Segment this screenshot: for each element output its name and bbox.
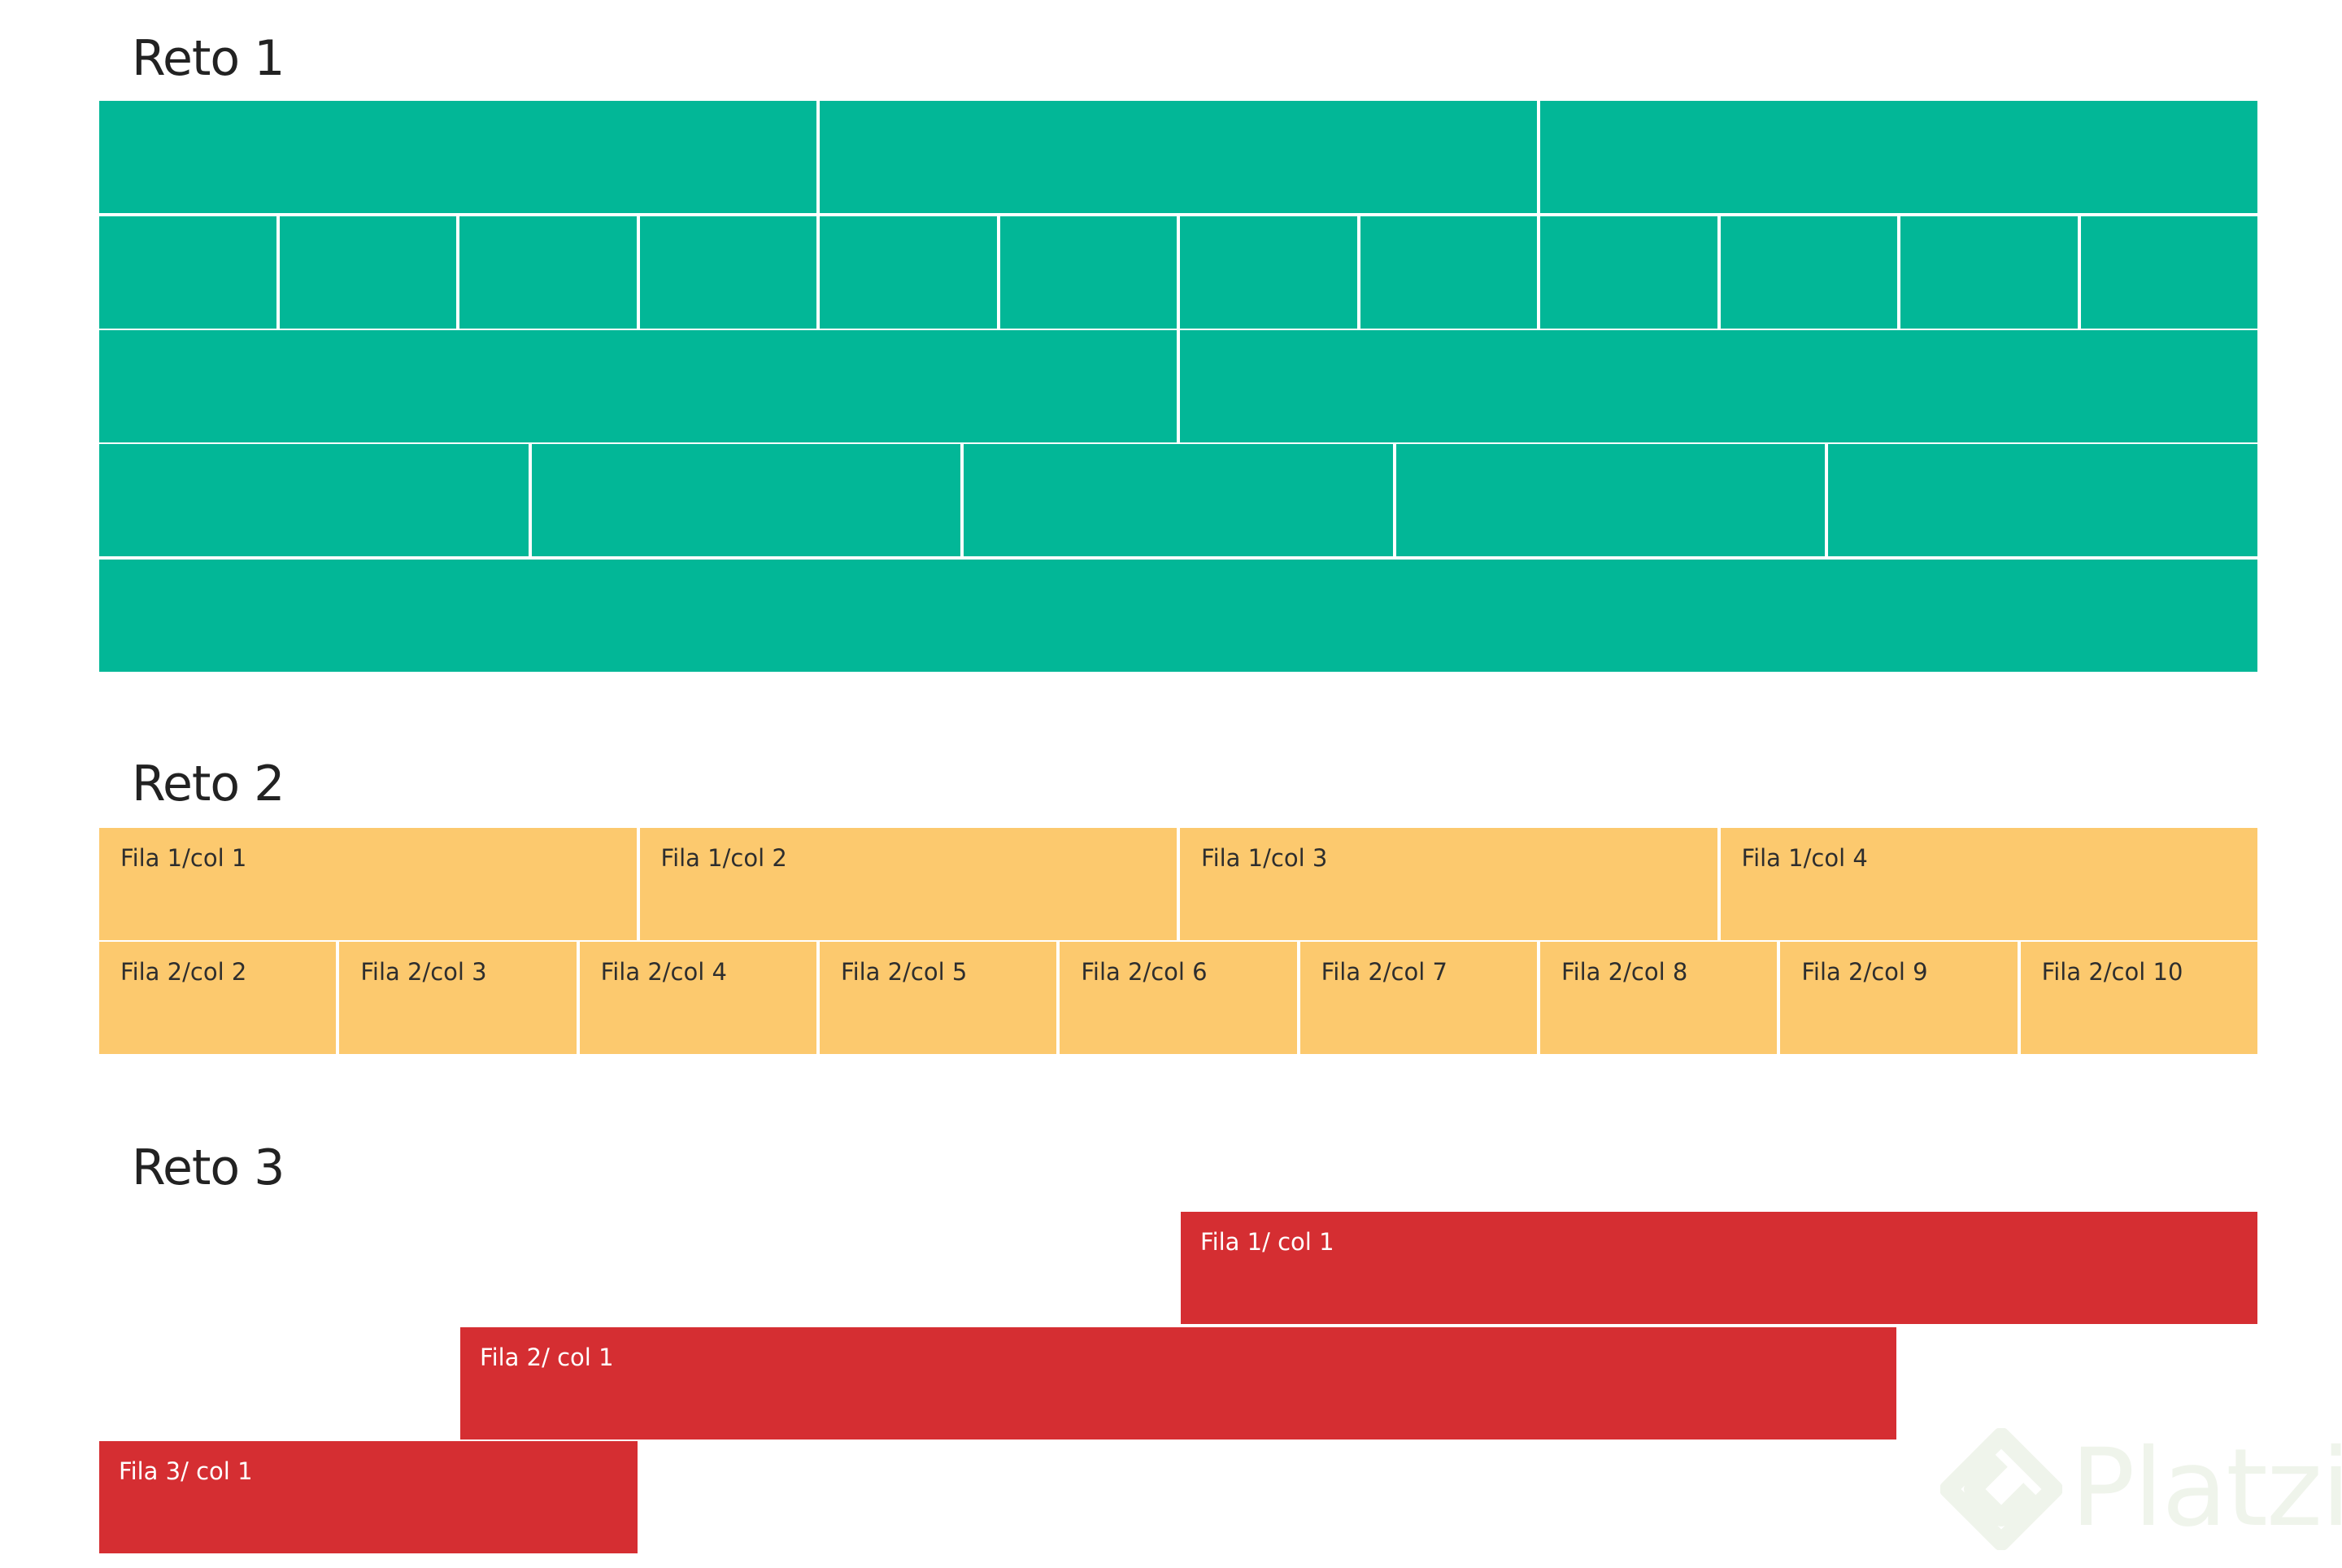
reto1-row-1 (99, 101, 2257, 213)
grid-cell: Fila 1/col 2 (639, 828, 1177, 940)
reto3-bar-1: Fila 1/ col 1 (1181, 1212, 2257, 1324)
grid-cell: Fila 2/col 3 (339, 942, 577, 1054)
grid-cell: Fila 2/col 6 (1060, 942, 1297, 1054)
bar-label: Fila 3/ col 1 (119, 1457, 253, 1485)
cell-label: Fila 2/col 3 (360, 958, 487, 986)
cell-label: Fila 2/col 10 (2041, 958, 2183, 986)
reto2-row-2: Fila 2/col 2 Fila 2/col 3 Fila 2/col 4 F… (99, 942, 2257, 1054)
grid-cell (1900, 216, 2078, 329)
grid-cell: Fila 1/col 3 (1180, 828, 1717, 940)
grid-cell: Fila 2/col 2 (99, 942, 337, 1054)
reto1-title: Reto 1 (132, 30, 285, 87)
grid-cell (1540, 216, 1717, 329)
cell-label: Fila 1/col 4 (1741, 844, 1868, 872)
cell-label: Fila 1/col 2 (660, 844, 787, 872)
reto2-row-1: Fila 1/col 1 Fila 1/col 2 Fila 1/col 3 F… (99, 828, 2257, 940)
platzi-watermark: Platzi (1940, 1428, 2342, 1558)
grid-cell: Fila 1/col 1 (99, 828, 637, 940)
grid-cell (99, 560, 2257, 672)
cell-label: Fila 2/col 5 (841, 958, 968, 986)
cell-label: Fila 2/col 7 (1321, 958, 1447, 986)
grid-cell: Fila 1/col 4 (1720, 828, 2257, 940)
cell-label: Fila 1/col 1 (120, 844, 247, 872)
cell-label: Fila 1/col 3 (1201, 844, 1328, 872)
grid-cell (531, 444, 961, 556)
grid-cell (1180, 216, 1357, 329)
grid-cell: Fila 2/col 7 (1299, 942, 1537, 1054)
grid-cell: Fila 2/col 4 (579, 942, 816, 1054)
reto2-title: Reto 2 (132, 756, 285, 812)
reto1-row-2 (99, 216, 2257, 329)
bar-label: Fila 2/ col 1 (480, 1344, 614, 1371)
grid-cell (1540, 101, 2257, 213)
reto1-row-4 (99, 444, 2257, 556)
grid-cell (99, 330, 1177, 442)
reto3-bar-2: Fila 2/ col 1 (460, 1327, 1896, 1440)
grid-cell (99, 101, 816, 213)
cell-label: Fila 2/col 8 (1561, 958, 1688, 986)
grid-cell (639, 216, 816, 329)
reto3-bar-3: Fila 3/ col 1 (99, 1441, 638, 1553)
cell-label: Fila 2/col 2 (120, 958, 247, 986)
reto3-title: Reto 3 (132, 1139, 285, 1196)
cell-label: Fila 2/col 6 (1081, 958, 1208, 986)
grid-cell (99, 216, 276, 329)
grid-cell (820, 101, 1537, 213)
grid-cell (279, 216, 456, 329)
reto1-row-5 (99, 560, 2257, 672)
grid-cell (459, 216, 637, 329)
grid-cell (1180, 330, 2257, 442)
cell-label: Fila 2/col 4 (600, 958, 727, 986)
grid-cell (1395, 444, 1826, 556)
grid-cell: Fila 2/col 8 (1540, 942, 1778, 1054)
grid-cell: Fila 2/col 10 (2020, 942, 2257, 1054)
bar-label: Fila 1/ col 1 (1200, 1228, 1334, 1256)
grid-cell (1720, 216, 1897, 329)
platzi-brand-text: Platzi (2070, 1426, 2342, 1551)
grid-cell (2080, 216, 2257, 329)
grid-cell (1360, 216, 1537, 329)
reto1-row-3 (99, 330, 2257, 442)
grid-cell (999, 216, 1177, 329)
grid-cell: Fila 2/col 5 (820, 942, 1057, 1054)
grid-cell (99, 444, 529, 556)
cell-label: Fila 2/col 9 (1801, 958, 1928, 986)
platzi-logo-icon (1940, 1428, 2062, 1550)
grid-cell (964, 444, 1393, 556)
grid-cell (1828, 444, 2257, 556)
grid-cell: Fila 2/col 9 (1780, 942, 2018, 1054)
grid-cell (820, 216, 997, 329)
